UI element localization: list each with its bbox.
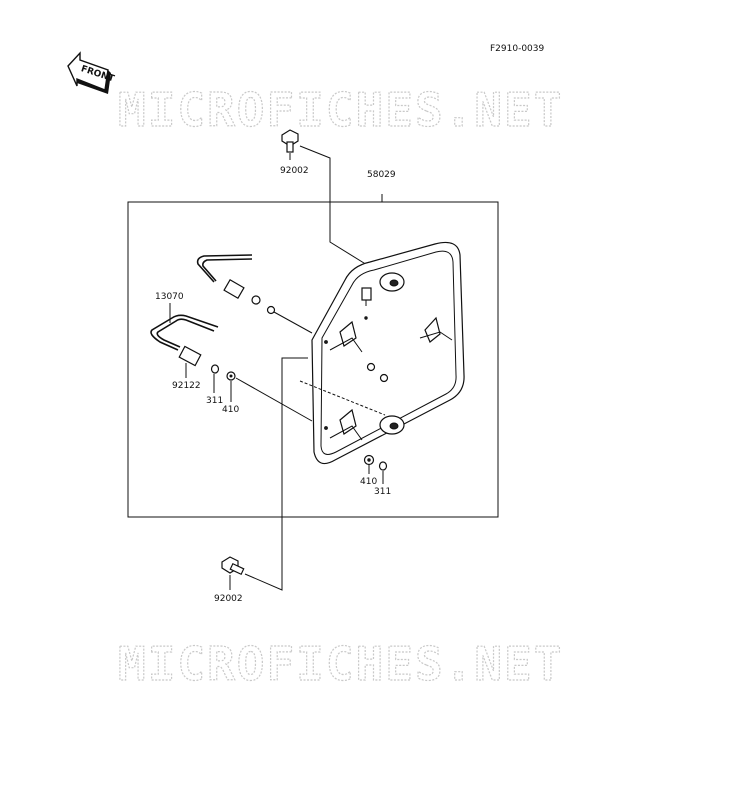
leader-bottom-bolt xyxy=(244,357,308,591)
label-410-right: 410 xyxy=(360,477,377,487)
watermark-top: MICROFICHES.NET xyxy=(118,83,563,137)
label-13070: 13070 xyxy=(155,292,184,302)
diagram-code: F2910-0039 xyxy=(490,44,545,54)
watermark-bottom: MICROFICHES.NET xyxy=(118,637,563,691)
wire-bracket-upper xyxy=(196,254,253,283)
label-92122: 92122 xyxy=(172,381,201,391)
label-410-left: 410 xyxy=(222,405,239,415)
nut-left xyxy=(226,371,236,381)
washer-right xyxy=(378,461,388,471)
label-311-right: 311 xyxy=(374,487,391,497)
label-92002-bottom: 92002 xyxy=(214,594,243,604)
label-92002-top: 92002 xyxy=(280,166,309,176)
bolt-bottom xyxy=(221,556,245,576)
wire-bracket-lower xyxy=(150,314,219,351)
nut-right xyxy=(363,454,375,466)
nut-upper-1 xyxy=(251,295,261,305)
label-311-left: 311 xyxy=(206,396,223,406)
cover-plate xyxy=(299,241,465,465)
assembly-frame xyxy=(127,194,499,518)
leader-top-bolt xyxy=(299,145,373,269)
leader-left-nut-to-plate xyxy=(235,377,313,422)
bolt-top xyxy=(281,129,299,160)
collar-lower xyxy=(178,345,202,367)
washer-left xyxy=(210,364,220,374)
label-58029: 58029 xyxy=(367,170,396,180)
front-arrow-icon: FRONT xyxy=(67,51,116,94)
collar-upper xyxy=(223,278,245,300)
leader-upper-bracket xyxy=(273,311,313,334)
nut-upper-2 xyxy=(266,305,276,315)
